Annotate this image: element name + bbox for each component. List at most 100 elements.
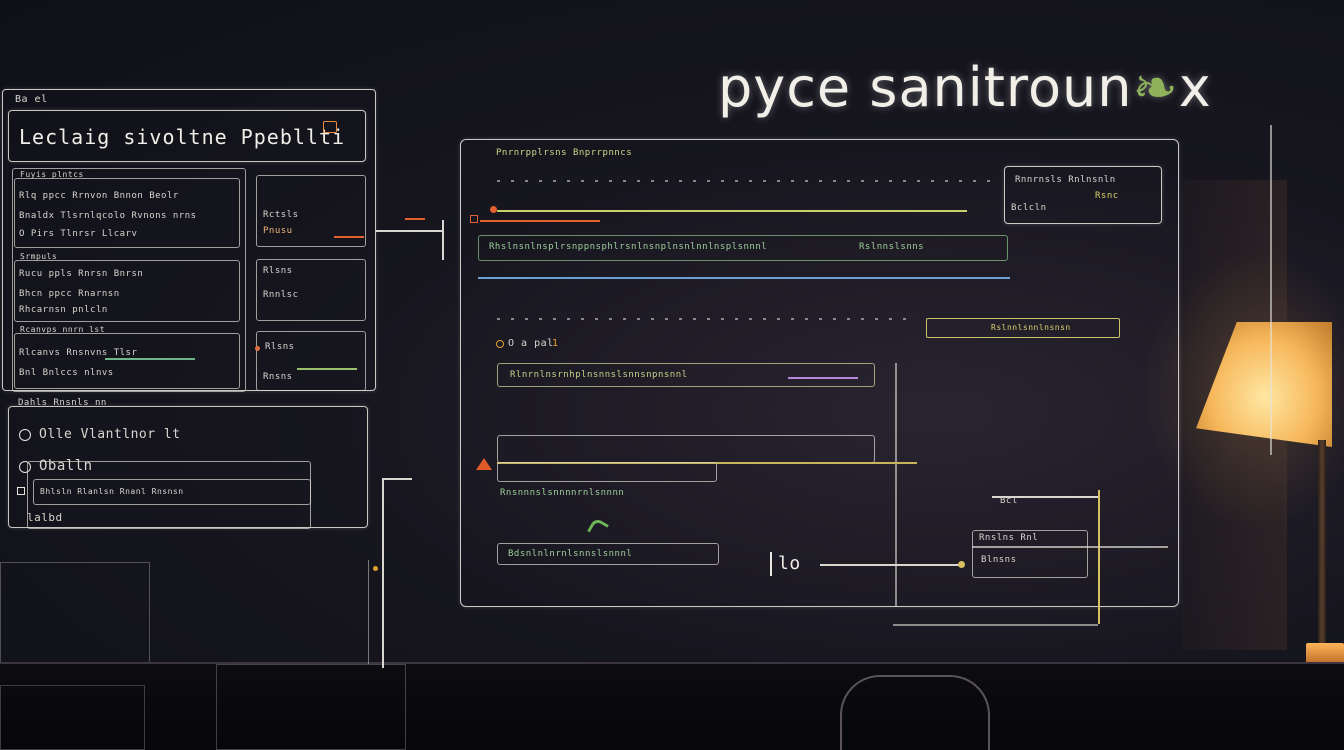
count-label: O a pal bbox=[508, 338, 554, 349]
radio-label[interactable]: Olle Vlantlnor lt bbox=[39, 427, 181, 442]
connector-line bbox=[334, 236, 364, 238]
side-card-value: Rnnlsc bbox=[263, 290, 299, 300]
sidebar-heading: Fuyis plntcs bbox=[20, 170, 84, 179]
side-card[interactable]: Rlsns Rnnlsc bbox=[256, 259, 366, 321]
ruler-row bbox=[497, 318, 917, 320]
footer-caption: Dahls Rnsnls nn bbox=[18, 398, 107, 408]
list-item[interactable]: Rlcanvs Rnsnvns Tlsr bbox=[19, 348, 138, 358]
subpanel-divider bbox=[972, 546, 1168, 548]
main-panel bbox=[460, 139, 1179, 607]
info-box-line: Rsnc bbox=[1095, 191, 1119, 201]
checkbox[interactable] bbox=[17, 487, 25, 495]
field-one-highlight bbox=[788, 377, 858, 379]
lamp-pole bbox=[1318, 440, 1326, 650]
right-input[interactable]: Rslnnlsnnlnsnsn bbox=[926, 318, 1120, 338]
field-two-text: Rnsnnnslsnnnnrnlsnnnn bbox=[500, 488, 625, 498]
active-field-text: Rhslnsnlnsplrsnppnsphlrsnlnsnplnsnlnnlns… bbox=[489, 242, 768, 252]
subpanel-value: Blnsns bbox=[981, 555, 1017, 565]
list-item[interactable]: Rucu ppls Rnrsn Bnrsn bbox=[19, 269, 144, 279]
scale-dot bbox=[373, 566, 378, 571]
bottom-track[interactable] bbox=[820, 564, 960, 566]
right-input-text: Rslnnlsnnlnsnsn bbox=[991, 323, 1071, 332]
field-two-sub bbox=[497, 462, 717, 482]
slider-handle[interactable] bbox=[490, 206, 497, 213]
side-drawer bbox=[0, 685, 145, 750]
side-card-label: Rlsns bbox=[265, 342, 295, 352]
left-panel-title-bar: Leclaig sivoltne Ppebllti bbox=[8, 110, 366, 162]
list-item[interactable]: Rlq ppcc Rrnvon Bnnon Beolr bbox=[19, 191, 179, 201]
radio-button[interactable] bbox=[19, 461, 31, 473]
field-two[interactable] bbox=[497, 435, 875, 463]
side-card[interactable]: Rctsls Pnusu bbox=[256, 175, 366, 247]
connector-line bbox=[405, 218, 425, 220]
brand-wordmark: pyce sanitroun❧x bbox=[718, 56, 1212, 119]
field-three-text: Bdsnlnlnrnlsnnslsnnnl bbox=[508, 549, 633, 559]
vertical-scale bbox=[368, 560, 386, 664]
side-card[interactable]: Rlsns Rnsns bbox=[255, 331, 366, 391]
count-indicator-icon bbox=[496, 340, 504, 348]
section-three-heading: Rcanvps nnrn lst bbox=[20, 325, 106, 334]
section-two-heading: Srmpuls bbox=[20, 252, 58, 261]
radio-button[interactable] bbox=[19, 429, 31, 441]
subpanel-top-line bbox=[992, 496, 1098, 498]
text-input[interactable]: Bhlsln Rlanlsn Rnanl Rnsnsn bbox=[33, 479, 311, 505]
connector-line bbox=[382, 478, 384, 668]
left-panel: Ba el bbox=[2, 89, 376, 391]
radio-label[interactable]: Oballn bbox=[39, 458, 93, 474]
desk-drawer bbox=[216, 664, 406, 750]
brand-wordmark-suffix: x bbox=[1178, 56, 1212, 119]
options-card: Olle Vlantlnor lt Oballn Bhlsln Rlanlsn … bbox=[8, 406, 368, 529]
subpanel[interactable]: Rnslns Rnl Blnsns bbox=[972, 530, 1088, 578]
main-top-label: Pnrnrpplrsns Bnprrpnncs bbox=[496, 148, 633, 158]
list-item[interactable]: Rhcarnsn pnlcln bbox=[19, 305, 108, 315]
progress-line bbox=[105, 358, 195, 360]
desk-edge bbox=[0, 662, 1344, 665]
field-one[interactable]: Rlnrnlnsrnhplnsnnslsnnsnpnsnnl bbox=[497, 363, 875, 387]
subpanel-title: Rnslns Rnl bbox=[979, 533, 1039, 543]
status-dot bbox=[255, 346, 260, 351]
sidebar-list bbox=[12, 168, 246, 392]
connector-line bbox=[376, 230, 442, 232]
list-item[interactable]: Bhcn ppcc Rnarnsn bbox=[19, 289, 120, 299]
sidebar-group-two[interactable]: Rucu ppls Rnrsn Bnrsn Bhcn ppcc Rnarnsn … bbox=[14, 260, 240, 322]
column-guide bbox=[895, 363, 897, 607]
subpanel-label: Bcl bbox=[1000, 496, 1018, 506]
start-marker bbox=[770, 552, 772, 576]
bottom-glyph: lo bbox=[778, 553, 801, 574]
side-card-value: Pnusu bbox=[263, 226, 293, 236]
sidebar-group-one[interactable]: Rlq ppcc Rrnvon Bnnon Beolr Bnaldx Tlsrn… bbox=[14, 178, 240, 248]
list-item[interactable]: O Pirs Tlnrsr Llcarv bbox=[19, 229, 138, 239]
field-three[interactable]: Bdsnlnlnrnlsnnslsnnnl bbox=[497, 543, 719, 565]
field-one-text: Rlnrnlnsrnhplnsnnslsnnsnpnsnnl bbox=[510, 370, 688, 380]
connector-line bbox=[442, 220, 444, 260]
left-panel-title: Leclaig sivoltne Ppebllti bbox=[19, 125, 346, 149]
sidebar-group-three[interactable]: Rlcanvs Rnsnvns Tlsr Bnl Bnlccs nlnvs bbox=[14, 333, 240, 389]
bottom-track-handle[interactable] bbox=[958, 561, 965, 568]
accent-divider bbox=[478, 277, 1010, 279]
info-box-line: Bclcln bbox=[1011, 203, 1047, 213]
list-item[interactable]: Bnl Bnlccs nlnvs bbox=[19, 368, 114, 378]
level-line bbox=[297, 368, 357, 370]
side-card-label: Rlsns bbox=[263, 266, 293, 276]
ruler-row bbox=[497, 180, 997, 182]
brand-leaf-icon: ❧ bbox=[1132, 56, 1179, 119]
slider-track[interactable] bbox=[497, 210, 967, 212]
list-item[interactable]: Bnaldx Tlsrnlqcolo Rvnons nrns bbox=[19, 211, 197, 221]
chair-back bbox=[840, 675, 990, 750]
side-card-label: Rctsls bbox=[263, 210, 299, 220]
subpanel-guide bbox=[1098, 490, 1100, 624]
marker-icon bbox=[470, 215, 478, 223]
cabinet bbox=[0, 562, 150, 664]
desk bbox=[0, 664, 1344, 750]
lamp-base bbox=[1306, 643, 1344, 665]
active-field-right-text: Rslnnslsnns bbox=[859, 242, 925, 252]
checkbox-label: lalbd bbox=[27, 511, 63, 524]
active-field[interactable]: Rhslnsnlnsplrsnppnsphlrsnlnsnplnsnlnnlns… bbox=[478, 235, 1008, 261]
info-box[interactable]: Rnnrnsls Rnlnsnln Rsnc Bclcln bbox=[1004, 166, 1162, 224]
right-divider bbox=[1270, 125, 1272, 455]
info-box-line: Rnnrnsls Rnlnsnln bbox=[1015, 175, 1116, 185]
brand-wordmark-text: pyce sanitroun bbox=[718, 56, 1133, 119]
bottom-guide bbox=[893, 624, 1098, 626]
warning-icon bbox=[323, 121, 337, 133]
text-input-value: Bhlsln Rlanlsn Rnanl Rnsnsn bbox=[40, 487, 184, 496]
